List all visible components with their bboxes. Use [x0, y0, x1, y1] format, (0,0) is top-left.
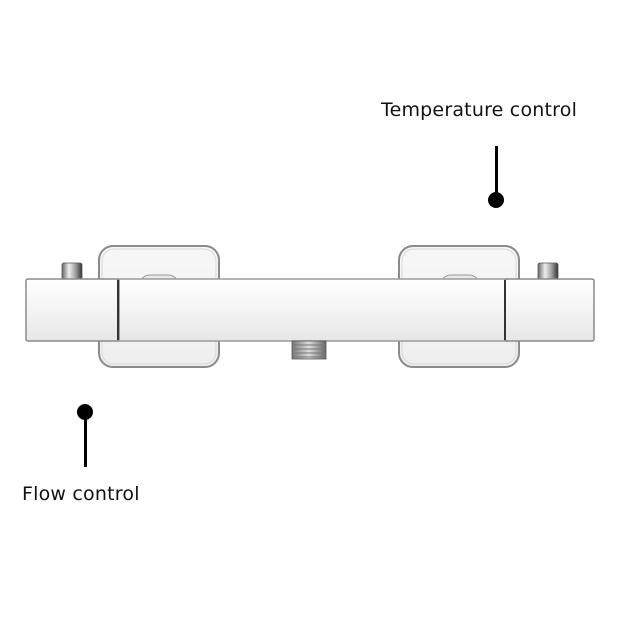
temperature-leader-dot: [488, 192, 504, 208]
flow-control-label: Flow control: [22, 483, 140, 505]
temperature-leader-line: [495, 146, 498, 196]
temperature-control-label: Temperature control: [381, 99, 578, 121]
outlet-thread: [291, 340, 327, 360]
flow-leader-line: [84, 412, 87, 467]
